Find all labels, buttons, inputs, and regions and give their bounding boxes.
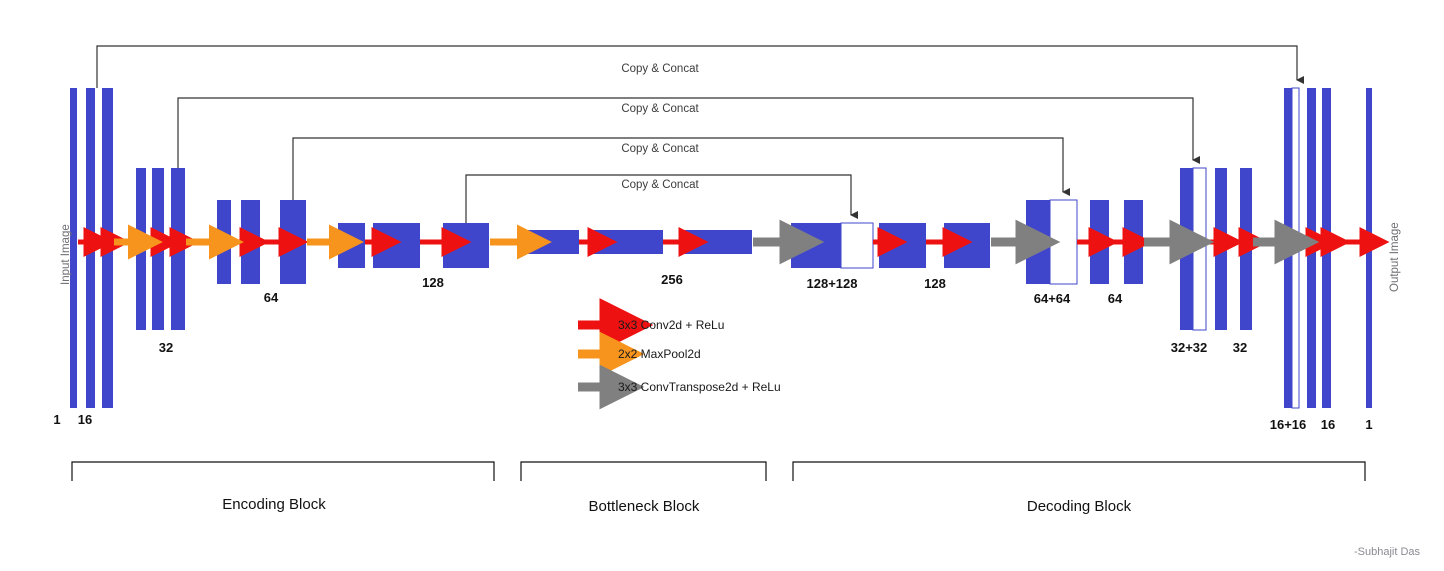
bar-dec128-b <box>944 223 990 268</box>
skip-connection-2 <box>177 97 1200 168</box>
channel-label-dec-16: 16 <box>1320 417 1336 432</box>
bar-dec32-a <box>1215 168 1227 330</box>
channel-label-dec-64: 64 <box>1107 291 1123 306</box>
bar-dec32cat-blue <box>1180 168 1193 330</box>
author-signature: -Subhajit Das <box>1354 546 1421 558</box>
bar-dec16-a <box>1307 88 1316 408</box>
bar-bn256-c <box>680 230 752 254</box>
skip-label-3: Copy & Concat <box>621 143 699 155</box>
bar-enc16-a <box>86 88 95 408</box>
bar-dec64cat-white <box>1049 199 1078 285</box>
legend-label-conv: 3x3 Conv2d + ReLu <box>618 318 725 332</box>
bar-output-1 <box>1366 88 1372 408</box>
skip-label-2: Copy & Concat <box>621 103 699 115</box>
bar-dec64cat-blue <box>1026 200 1050 284</box>
channel-label-dec-32plus32: 32+32 <box>1170 340 1208 355</box>
channel-label-dec-16plus16: 16+16 <box>1269 417 1307 432</box>
feature-map-dec-128plus128 <box>791 222 874 269</box>
skip-label-backdrops <box>604 60 716 196</box>
stage-brackets <box>71 461 1366 481</box>
feature-map-input <box>70 88 77 408</box>
feature-map-enc-16 <box>86 88 113 408</box>
bar-enc128-c <box>443 223 489 268</box>
stage-label-encoding: Encoding Block <box>222 496 326 513</box>
feature-map-enc-128 <box>338 223 489 268</box>
channel-label-bottleneck-256: 256 <box>661 272 683 287</box>
feature-map-dec-32 <box>1215 168 1252 330</box>
channel-label-enc-128: 128 <box>422 275 444 290</box>
channel-label-dec-64plus64: 64+64 <box>1033 291 1071 306</box>
bar-enc128-a <box>338 223 365 268</box>
skip-connection-3 <box>292 137 1070 200</box>
bar-enc16-b <box>102 88 113 408</box>
bar-enc64-a <box>217 200 231 284</box>
bar-enc32-b <box>152 168 164 330</box>
bar-dec32-b <box>1240 168 1252 330</box>
feature-map-enc-32 <box>136 168 185 330</box>
channel-label-enc-64: 64 <box>263 290 279 305</box>
feature-map-dec-128 <box>879 223 990 268</box>
bar-enc64-b <box>241 200 260 284</box>
bar-bn256-a <box>527 230 579 254</box>
bar-dec128-a <box>879 223 926 268</box>
bar-enc128-b <box>373 223 420 268</box>
bar-bn256-b <box>589 230 663 254</box>
bracket-bottleneck <box>520 461 767 481</box>
bar-dec16cat-blue <box>1284 88 1292 408</box>
bar-dec64-a <box>1090 200 1109 284</box>
channel-label-input-1: 1 <box>53 412 61 427</box>
bar-dec16-b <box>1322 88 1331 408</box>
bar-input-1 <box>70 88 77 408</box>
bar-enc32-a <box>136 168 146 330</box>
channel-label-enc-16: 16 <box>77 412 93 427</box>
stage-label-decoding: Decoding Block <box>1026 498 1132 515</box>
feature-map-bottleneck-256 <box>527 230 752 254</box>
feature-map-dec-16 <box>1307 88 1331 408</box>
skip-connection-1 <box>96 45 1304 88</box>
channel-label-dec-128plus128: 128+128 <box>806 276 858 291</box>
bar-dec128cat-white <box>840 222 874 269</box>
legend-arrows <box>578 298 654 410</box>
channel-label-output-1: 1 <box>1365 417 1373 432</box>
stage-label-bottleneck: Bottleneck Block <box>588 498 700 515</box>
skip-label-4: Copy & Concat <box>621 179 699 191</box>
bar-dec64-b <box>1124 200 1143 284</box>
channel-label-enc-32: 32 <box>158 340 174 355</box>
skip-connection-4 <box>465 174 858 223</box>
bar-dec16cat-white <box>1291 87 1300 409</box>
legend-label-convtranspose: 3x3 ConvTranspose2d + ReLu <box>618 380 781 394</box>
input-image-label: Input Image <box>60 224 72 285</box>
feature-map-output <box>1366 88 1372 408</box>
bar-enc64-c <box>280 200 306 284</box>
channel-label-dec-128: 128 <box>924 276 946 291</box>
skip-label-1: Copy & Concat <box>621 63 699 75</box>
skip-connection-group <box>96 45 1304 223</box>
bracket-decoding <box>792 461 1366 481</box>
feature-map-dec-64plus64 <box>1026 199 1078 285</box>
output-image-label: Output Image <box>1389 222 1401 292</box>
bracket-encoding <box>71 461 495 481</box>
channel-label-dec-32: 32 <box>1232 340 1248 355</box>
bar-enc32-c <box>171 168 185 330</box>
feature-map-dec-16plus16 <box>1284 87 1300 409</box>
legend-label-maxpool: 2x2 MaxPool2d <box>618 347 701 361</box>
feature-map-dec-32plus32 <box>1180 167 1207 331</box>
bar-dec32cat-white <box>1192 167 1207 331</box>
bar-dec128cat-blue <box>791 223 841 268</box>
